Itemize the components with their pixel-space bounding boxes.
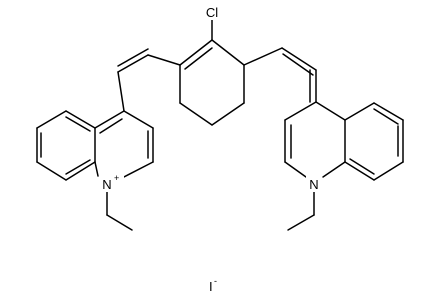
bond-c5	[211, 102, 245, 126]
bond-r20	[349, 158, 375, 175]
bond-l11	[123, 110, 154, 129]
counterion: I -	[209, 276, 217, 294]
iodide-label: I	[209, 279, 213, 294]
atom-label-cl: Cl	[202, 4, 222, 20]
bond-l15	[99, 118, 123, 134]
bond-l8	[65, 159, 91, 175]
bond-l18	[106, 214, 133, 231]
bond-r22	[287, 214, 315, 231]
bond-r17	[344, 161, 375, 181]
atom-label-n-right: N	[306, 176, 322, 192]
chlorine-label: Cl	[206, 5, 218, 20]
bond-l1	[36, 110, 67, 129]
bond-l20	[117, 54, 149, 73]
bond-r9	[284, 161, 307, 178]
bond-r11	[315, 101, 346, 121]
bond-c1	[179, 39, 213, 66]
bond-l22	[147, 54, 181, 66]
bond-r16	[373, 161, 404, 181]
iodide-charge: -	[214, 276, 217, 286]
nitrogen-left-label: N	[102, 177, 111, 192]
bond-l19	[117, 71, 125, 112]
bond-c3	[211, 39, 245, 66]
bond-r10	[322, 161, 346, 178]
atom-label-n-left: N +	[100, 173, 124, 192]
bond-r1	[243, 47, 283, 66]
bond-c6	[179, 102, 213, 126]
nitrogen-right-label: N	[309, 177, 318, 192]
bond-l3	[36, 161, 67, 181]
bond-r13	[344, 102, 375, 121]
bond-r18	[373, 108, 399, 125]
bond-l4	[65, 161, 96, 181]
bond-l9	[65, 116, 91, 132]
bond-l6	[65, 110, 96, 129]
bond-l14	[94, 161, 99, 177]
bond-r14	[373, 102, 404, 121]
bond-r6	[284, 101, 317, 121]
bond-r2	[281, 47, 317, 71]
bond-l10	[94, 110, 125, 129]
bond-r3	[282, 53, 314, 76]
bond-l21	[117, 48, 149, 67]
bond-lines	[36, 19, 404, 231]
nitrogen-left-charge: +	[114, 173, 119, 183]
bond-c2	[184, 47, 213, 70]
